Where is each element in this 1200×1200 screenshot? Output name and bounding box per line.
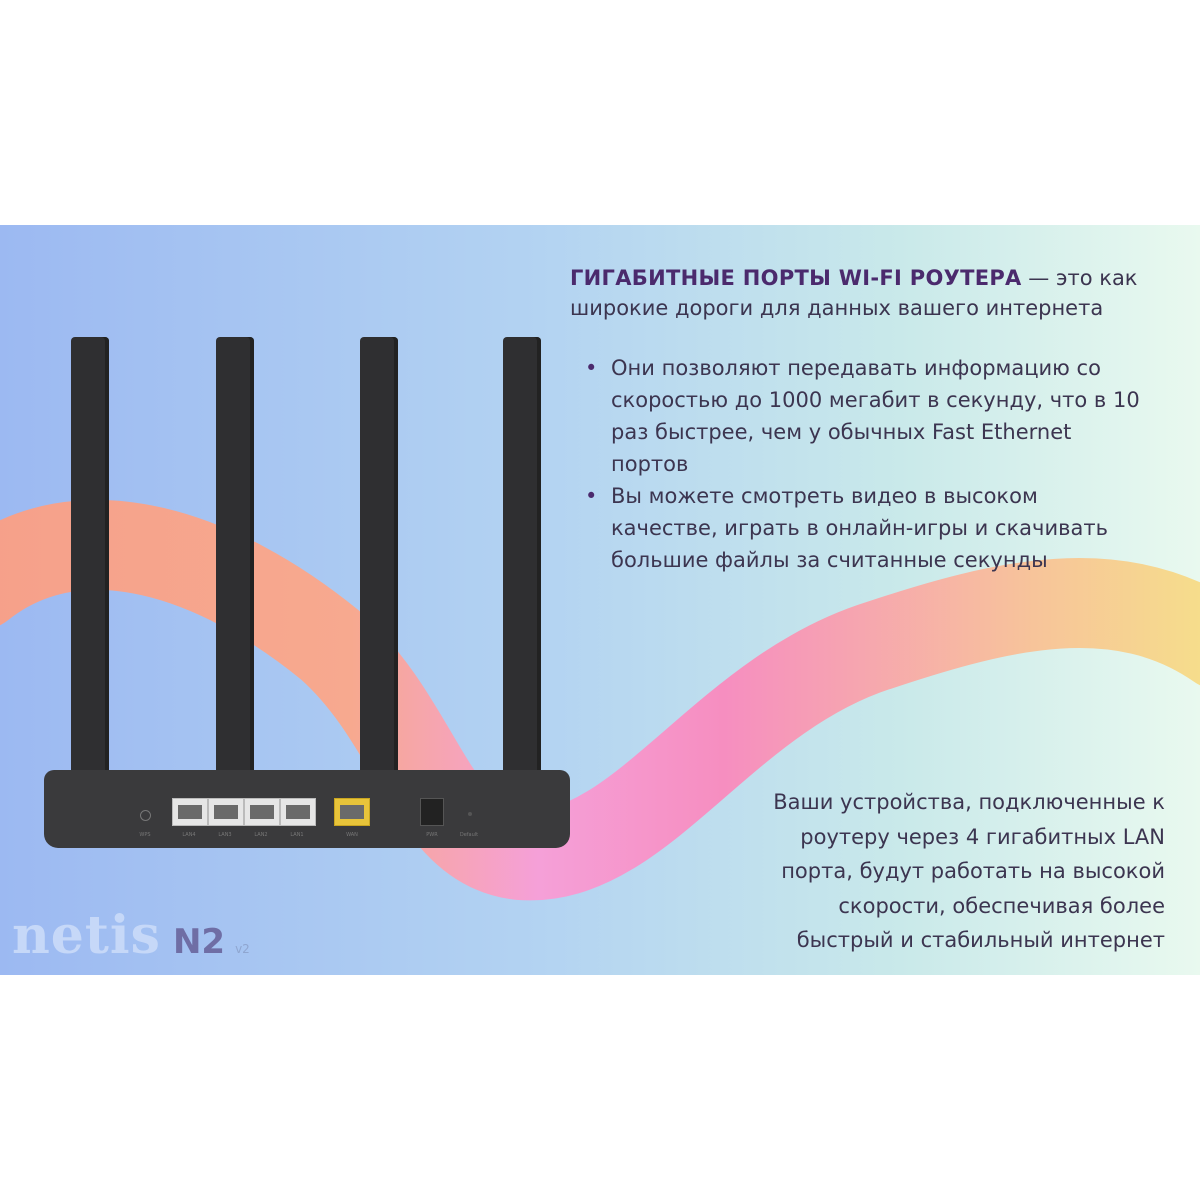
lan-port bbox=[172, 798, 208, 826]
lan-port bbox=[208, 798, 244, 826]
feature-list: Они позволяют передавать информацию со с… bbox=[585, 352, 1145, 576]
port-label: WAN bbox=[346, 832, 358, 838]
decorative-swoosh bbox=[0, 500, 1200, 901]
reset-hole bbox=[468, 812, 472, 816]
port-label: Default bbox=[459, 832, 479, 838]
headline-bold: ГИГАБИТНЫЕ ПОРТЫ WI-FI РОУТЕРА bbox=[570, 266, 1022, 290]
port-label: WPS bbox=[139, 832, 151, 838]
antenna bbox=[71, 337, 109, 792]
promo-banner: WPS LAN4 LAN3 LAN2 LAN1 WAN PWR Default … bbox=[0, 225, 1200, 975]
list-item: Вы можете смотреть видео в высоком качес… bbox=[585, 480, 1145, 576]
description-paragraph: Ваши устройства, подключенные к роутеру … bbox=[773, 790, 1165, 952]
headline-rest: — это как широкие дороги для данных ваше… bbox=[570, 266, 1138, 320]
model-version: v2 bbox=[235, 942, 250, 956]
port-label: PWR bbox=[426, 832, 438, 838]
antenna bbox=[503, 337, 541, 792]
wan-port bbox=[334, 798, 370, 826]
lan-port bbox=[280, 798, 316, 826]
lan-port bbox=[244, 798, 280, 826]
wps-button bbox=[140, 810, 151, 821]
brand-name: netis bbox=[12, 905, 161, 966]
port-label: LAN3 bbox=[218, 832, 232, 838]
antenna bbox=[360, 337, 398, 792]
list-item: Они позволяют передавать информацию со с… bbox=[585, 352, 1145, 480]
antenna bbox=[216, 337, 254, 792]
port-label: LAN1 bbox=[290, 832, 304, 838]
port-label: LAN4 bbox=[182, 832, 196, 838]
headline: ГИГАБИТНЫЕ ПОРТЫ WI-FI РОУТЕРА — это как… bbox=[570, 263, 1170, 323]
brand-logo: netis N2 v2 bbox=[12, 905, 250, 966]
router-body: WPS LAN4 LAN3 LAN2 LAN1 WAN PWR Default bbox=[44, 770, 570, 848]
port-label: LAN2 bbox=[254, 832, 268, 838]
power-jack bbox=[420, 798, 444, 826]
model-name: N2 bbox=[172, 922, 226, 962]
